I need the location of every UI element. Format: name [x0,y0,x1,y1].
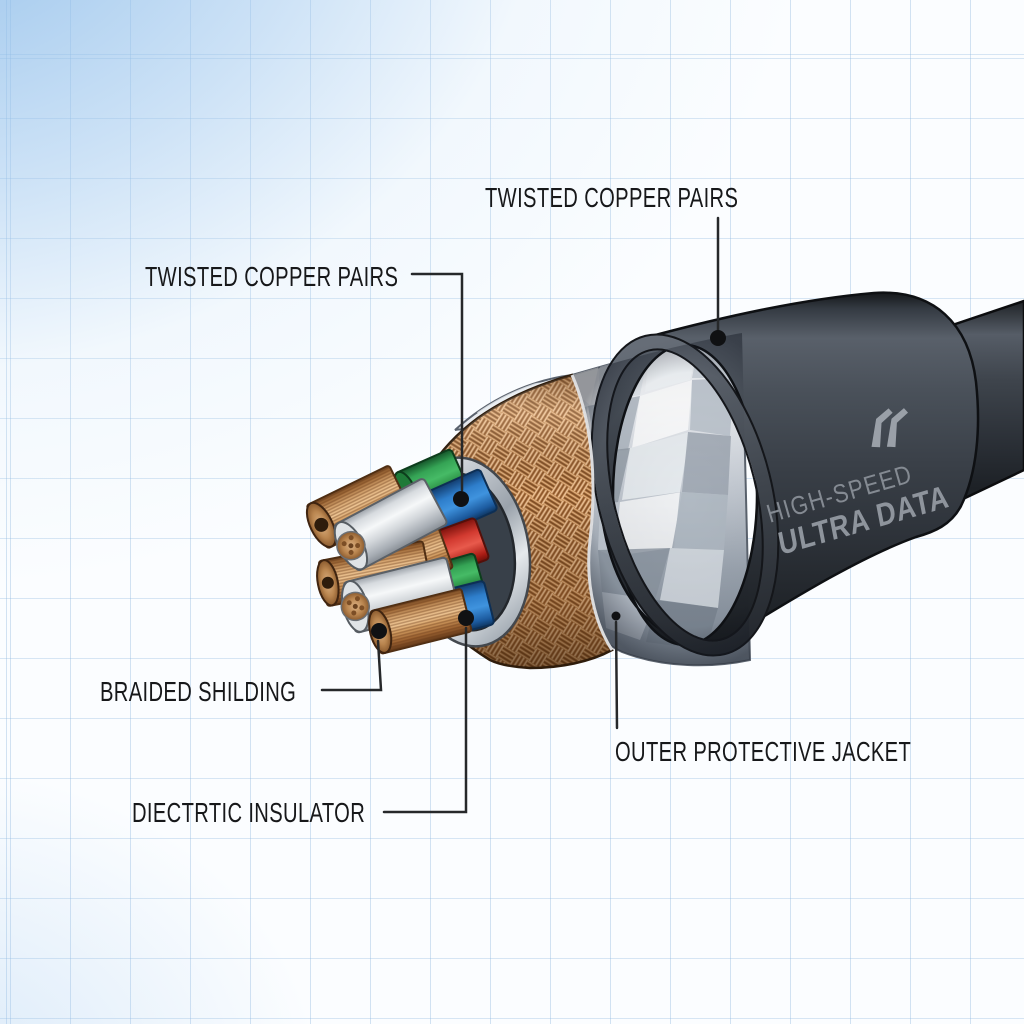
leader-dot-jacket-top [710,330,726,346]
copper-wire-a [305,465,411,549]
leader-dot-jacket-bottom [611,611,621,621]
label-braided-shielding: BRAIDED SHILDING [100,676,297,707]
foil-cut-edge [570,374,614,651]
label-outer-protective-jacket: OUTER PROTECTIVE JACKET [615,736,912,767]
leader-line-jacket [614,620,619,730]
leader-line-dielectric [382,626,468,814]
copper-wire-f [368,588,473,655]
leader-dot-copper-end [371,623,387,639]
leader-line-left-pairs [410,272,464,492]
leader-line-braided [320,639,383,692]
label-twisted-copper-pairs-left: TWISTED COPPER PAIRS [145,261,399,292]
leader-dot-blue-bottom [458,610,474,626]
white-wire-b [333,478,448,572]
leader-dot-blue-top [453,491,469,507]
label-dielectric-insulator: DIECTRTIC INSULATOR [132,797,366,828]
leader-dots [371,330,726,639]
twisted-copper-conductors [305,465,473,655]
outer-jacket: HIGH-SPEED ULTRA DATA [560,291,980,666]
speed-logo-icon [871,408,909,448]
label-twisted-copper-pairs-top: TWISTED COPPER PAIRS [485,182,739,213]
leader-lines [320,216,720,814]
